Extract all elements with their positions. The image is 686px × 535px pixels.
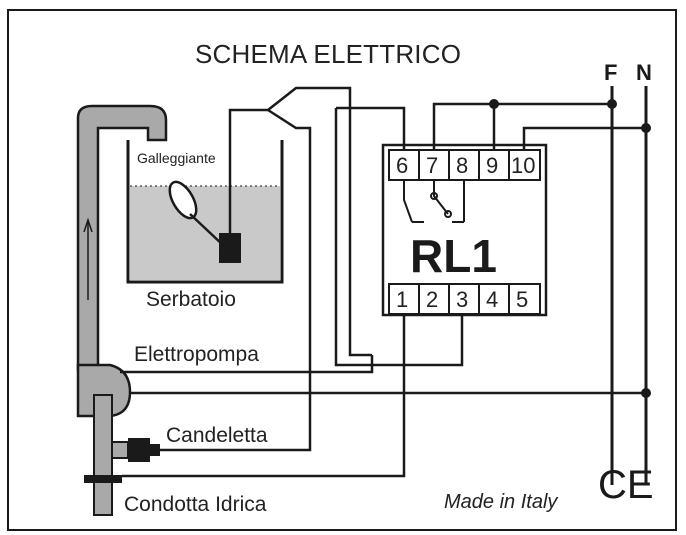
terminal-3: 3: [456, 287, 468, 312]
tank-water: [130, 186, 280, 280]
pipe-label: Condotta Idrica: [124, 493, 267, 516]
tank-label: Serbatoio: [146, 288, 236, 311]
outer-frame: [7, 9, 677, 531]
top-terminal-strip: [388, 149, 541, 181]
relay-rl1: 6 7 8 9 10 1 2 3 4 5 RL1: [381, 143, 548, 317]
wiring: [120, 86, 646, 478]
bottom-terminal-strip: [388, 283, 541, 315]
junction-dot: [489, 99, 499, 109]
made-in-label: Made in Italy: [444, 491, 558, 513]
terminal-5: 5: [516, 287, 528, 312]
float-arm: [189, 213, 225, 247]
terminal-4: 4: [486, 287, 498, 312]
wire-terminal-10-to-n: [522, 126, 646, 150]
supply-pipe: [93, 394, 113, 516]
wire-terminal-1-to-pipe: [122, 314, 406, 478]
riser-pipe: [76, 104, 168, 372]
phase-label-f: F: [604, 60, 617, 85]
wire-terminal-6: [336, 106, 406, 150]
flow-arrow-icon: [83, 217, 93, 233]
diagram-title: SCHEMA ELETTRICO: [195, 39, 461, 69]
candle-sensor-cap: [150, 444, 160, 456]
junction-dot: [641, 388, 651, 398]
float-wire-a: [228, 86, 372, 357]
wire-terminal-7-to-f: [432, 102, 612, 150]
phase-label-n: N: [636, 60, 652, 85]
terminal-6: 6: [396, 153, 408, 178]
terminal-1: 1: [396, 287, 408, 312]
candle-pipe-stub: [111, 441, 129, 459]
terminal-7: 7: [426, 153, 438, 178]
terminal-8: 8: [456, 153, 468, 178]
terminal-2: 2: [426, 287, 438, 312]
junction-dots: [489, 99, 651, 398]
terminal-9: 9: [486, 153, 498, 178]
pump-label: Elettropompa: [134, 343, 259, 366]
wire-terminal-3: [334, 108, 464, 367]
pipe-clamp: [84, 475, 122, 483]
terminal-10: 10: [511, 153, 535, 178]
tank-walls: [126, 140, 284, 284]
tank: [126, 140, 284, 284]
candle-sensor: [128, 438, 150, 462]
pump-pipe-assembly: [76, 104, 168, 516]
power-lines: [610, 86, 648, 485]
ce-mark: CE: [598, 463, 654, 507]
candle-label: Candeletta: [166, 424, 268, 447]
junction-dot: [641, 123, 651, 133]
pump-wire-a: [120, 355, 374, 374]
candle-wire: [160, 108, 312, 452]
float-switch-block: [219, 233, 241, 263]
relay-contacts-icon: [403, 180, 465, 223]
relay-name: RL1: [410, 230, 497, 282]
float-label: Galleggiante: [137, 150, 216, 166]
junction-dot: [607, 99, 617, 109]
pump-body: [76, 363, 132, 418]
